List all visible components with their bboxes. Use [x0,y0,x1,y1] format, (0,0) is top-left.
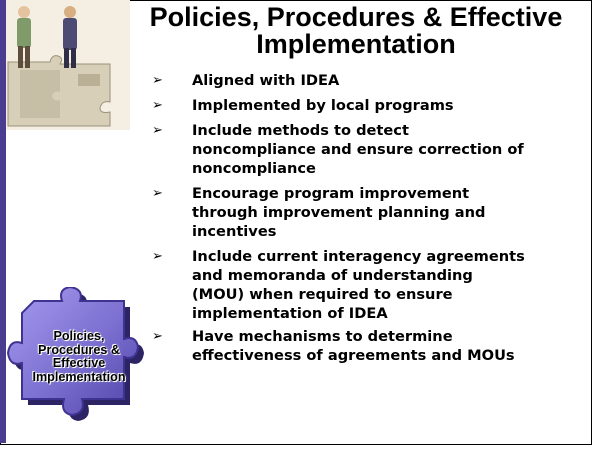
bullet-item: ➢ Have mechanisms to determine effective… [152,327,590,365]
bullet-line: incentives [192,223,277,240]
bullet-line: noncompliance and ensure correction of [192,141,524,158]
bullet-line: (MOU) when required to ensure [192,286,453,303]
slide-title-line-2: Implementation [256,29,456,59]
bullet-line: noncompliance [192,160,316,177]
bullet-item: ➢ Implemented by local programs [152,96,590,115]
bullet-line: Implemented by local programs [192,97,454,114]
bullet-item: ➢ Encourage program improvement through … [152,184,590,241]
bullet-line: effectiveness of agreements and MOUs [192,347,515,364]
bullet-item: ➢ Include current interagency agreements… [152,247,590,323]
slide-title-line-1: Policies, Procedures & Effective [149,2,563,32]
arrowhead-bullet-icon: ➢ [152,186,163,201]
puzzle-label-line: Policies, [53,329,105,343]
arrowhead-bullet-icon: ➢ [152,123,163,138]
bullet-list: ➢ Aligned with IDEA ➢ Implemented by loc… [152,71,590,371]
arrowhead-bullet-icon: ➢ [152,329,163,344]
person-left-figure [17,6,31,68]
puzzle-piece-label: Policies, Procedures & Effective Impleme… [4,329,154,384]
puzzle-piece-graphic: Policies, Procedures & Effective Impleme… [4,285,154,445]
arrowhead-bullet-icon: ➢ [152,73,163,88]
puzzle-label-line: Implementation [32,369,126,384]
puzzle-piece-icon [6,285,144,421]
puzzle-label-line: Effective [52,356,106,370]
bullet-line: through improvement planning and [192,204,486,221]
bullet-line: Include current interagency agreements [192,248,525,265]
slide-title: Policies, Procedures & Effective Impleme… [118,4,592,58]
bullet-line: Have mechanisms to determine [192,328,453,345]
bullet-line: Encourage program improvement [192,185,470,202]
side-accent-strip [0,0,6,443]
people-puzzle-illustration [0,0,130,130]
bullet-line: and memoranda of understanding [192,267,473,284]
bullet-line: Include methods to detect [192,122,409,139]
bullet-item: ➢ Include methods to detect noncomplianc… [152,121,590,178]
arrowhead-bullet-icon: ➢ [152,98,163,113]
puzzle-label-line: Procedures & [38,342,120,357]
bullet-line: Aligned with IDEA [192,72,340,89]
person-right-figure [63,6,77,68]
arrowhead-bullet-icon: ➢ [152,249,163,264]
bullet-line: implementation of IDEA [192,305,388,322]
bullet-item: ➢ Aligned with IDEA [152,71,590,90]
